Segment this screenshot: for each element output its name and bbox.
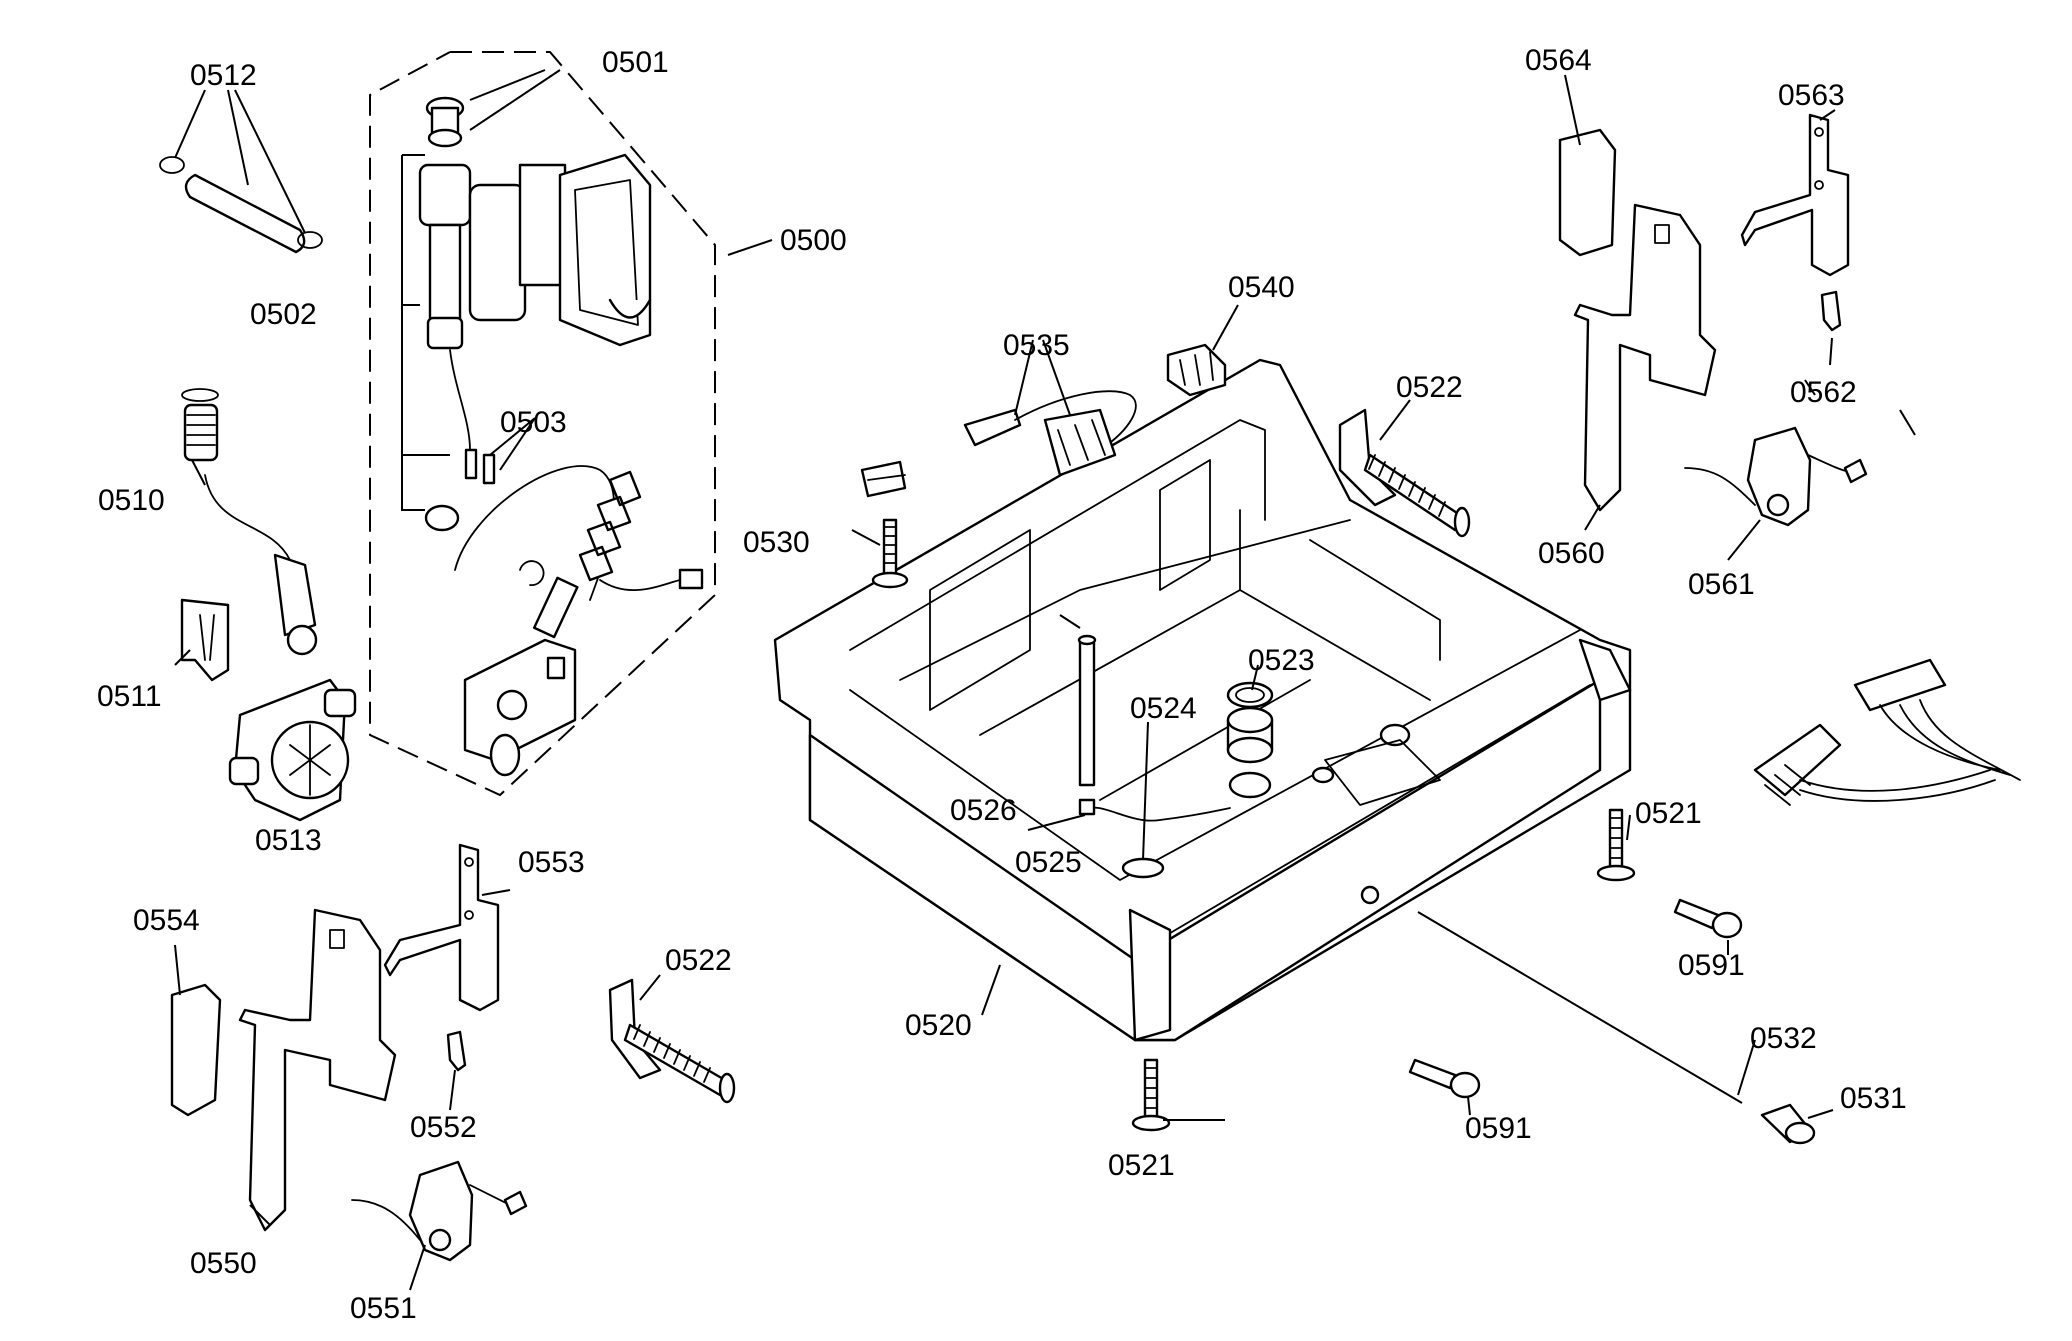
part-labels: 0501 0512 0500 0502 0503 0510 0511 0513 … xyxy=(97,44,1907,1325)
label-0540: 0540 xyxy=(1228,271,1295,304)
label-0502: 0502 xyxy=(250,298,317,331)
part-0540-connector xyxy=(1166,343,1227,397)
part-0521-foot-lower xyxy=(1131,1058,1171,1132)
part-0591-screw-lower xyxy=(1408,1058,1481,1099)
part-0564-cover xyxy=(1558,128,1617,257)
part-0530-foot xyxy=(860,460,909,589)
part-0552-clip xyxy=(446,1030,467,1072)
label-0512: 0512 xyxy=(190,59,257,92)
part-0522-spring-right xyxy=(1338,408,1471,538)
part-0521-foot-right xyxy=(1596,808,1636,882)
label-0591-lower: 0591 xyxy=(1465,1112,1532,1145)
label-0554: 0554 xyxy=(133,904,200,937)
part-0563-bracket xyxy=(1740,113,1850,277)
label-0562: 0562 xyxy=(1790,376,1857,409)
label-0550: 0550 xyxy=(190,1247,257,1280)
part-0532-rod xyxy=(1417,911,1743,1104)
part-0513-pump xyxy=(228,678,357,822)
leader-lines xyxy=(174,69,1916,1291)
part-0520-base-tub xyxy=(773,358,1632,1042)
label-0530: 0530 xyxy=(743,526,810,559)
label-0500: 0500 xyxy=(780,224,847,257)
part-0535-cable xyxy=(963,390,1137,477)
label-0531: 0531 xyxy=(1840,1082,1907,1115)
part-0502-valve xyxy=(418,96,567,485)
label-0521-lower: 0521 xyxy=(1108,1149,1175,1182)
part-0511-clip xyxy=(180,598,230,682)
label-0535: 0535 xyxy=(1003,329,1070,362)
part-0591-screw-right xyxy=(1673,898,1743,939)
part-0503-nut xyxy=(424,504,460,532)
part-0502-cover xyxy=(558,153,652,347)
label-0510: 0510 xyxy=(98,484,165,517)
part-0554-cover xyxy=(170,983,222,1117)
part-0561-actuator xyxy=(1684,426,1868,527)
part-0550-bracket xyxy=(238,908,397,1232)
label-0591-right: 0591 xyxy=(1678,949,1745,982)
part-0560-bracket xyxy=(1573,203,1717,512)
part-0500-bracket xyxy=(463,638,577,777)
part-0525-sensor xyxy=(1078,798,1231,879)
label-0521-right: 0521 xyxy=(1635,797,1702,830)
label-0560: 0560 xyxy=(1538,537,1605,570)
part-0562-clip xyxy=(1820,290,1842,332)
label-0525: 0525 xyxy=(1015,846,1082,879)
part-0523-rings xyxy=(1226,681,1274,799)
label-0551: 0551 xyxy=(350,1292,417,1325)
label-0503: 0503 xyxy=(500,406,567,439)
part-0531-cap xyxy=(1760,1103,1816,1145)
label-0522-right: 0522 xyxy=(1396,371,1463,404)
label-0501: 0501 xyxy=(602,46,669,79)
label-0526: 0526 xyxy=(950,794,1017,827)
part-0553-bracket xyxy=(383,843,500,1012)
label-0553: 0553 xyxy=(518,846,585,879)
label-0522-left: 0522 xyxy=(665,944,732,977)
label-0524: 0524 xyxy=(1130,692,1197,725)
part-0551-actuator xyxy=(351,1160,528,1262)
label-0523: 0523 xyxy=(1248,644,1315,677)
part-0512-hose xyxy=(159,156,323,254)
part-0510-spring-hose xyxy=(181,388,318,656)
part-0522-spring-left xyxy=(608,978,736,1104)
label-0564: 0564 xyxy=(1525,44,1592,77)
assembly-0500-outline xyxy=(369,51,716,797)
label-0513: 0513 xyxy=(255,824,322,857)
part-0500-hose xyxy=(454,465,704,639)
label-0520: 0520 xyxy=(905,1009,972,1042)
label-0561: 0561 xyxy=(1688,568,1755,601)
label-0511: 0511 xyxy=(97,680,162,713)
label-0532: 0532 xyxy=(1750,1022,1817,1055)
label-0563: 0563 xyxy=(1778,79,1845,112)
label-0552: 0552 xyxy=(410,1111,477,1144)
part-wiring-harness xyxy=(1753,658,2021,806)
